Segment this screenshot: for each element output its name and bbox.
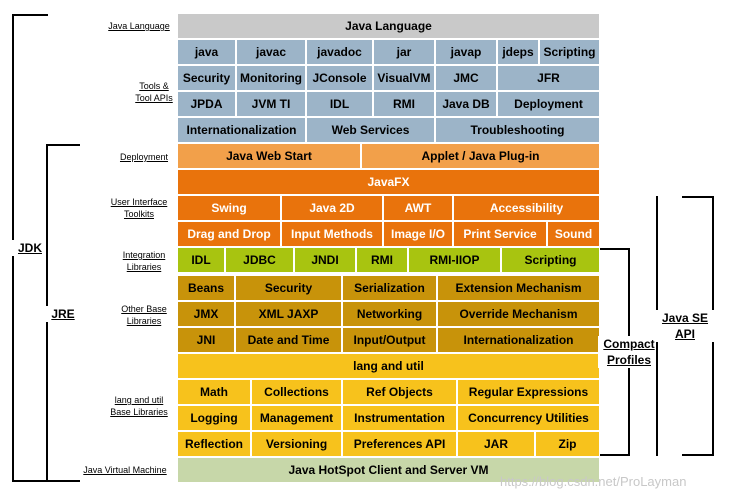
label-other-base: Other Base Libraries: [114, 303, 174, 327]
jdk-label: JDK: [4, 240, 56, 256]
integ-rmi: RMI: [357, 248, 407, 272]
tool-jconsole: JConsole: [307, 66, 372, 90]
java-language-bar: Java Language: [178, 14, 599, 38]
lu-ref-objects: Ref Objects: [343, 380, 456, 404]
lu-versioning: Versioning: [252, 432, 341, 456]
label-ui-toolkits-line1: User Interface: [110, 197, 168, 207]
tool-jar: jar: [374, 40, 434, 64]
tool-java-db: Java DB: [436, 92, 496, 116]
label-integration-line1: Integration: [122, 250, 166, 260]
ui-print-service: Print Service: [454, 222, 546, 246]
lu-logging: Logging: [178, 406, 250, 430]
tool-jvm-ti: JVM TI: [237, 92, 305, 116]
integ-scripting: Scripting: [502, 248, 599, 272]
lu-reflection: Reflection: [178, 432, 250, 456]
label-deployment: Deployment: [119, 152, 169, 162]
label-ui-toolkits: User Interface Toolkits: [104, 196, 174, 220]
tool-security: Security: [178, 66, 235, 90]
ui-input-methods: Input Methods: [282, 222, 382, 246]
label-java-language: Java Language: [108, 21, 170, 31]
tool-javap: javap: [436, 40, 496, 64]
java-se-api-line1: Java SE: [661, 311, 709, 325]
other-jmx: JMX: [178, 302, 234, 326]
ui-drag-and-drop: Drag and Drop: [178, 222, 280, 246]
lu-math: Math: [178, 380, 250, 404]
other-extension-mechanism: Extension Mechanism: [438, 276, 599, 300]
tool-rmi: RMI: [374, 92, 434, 116]
other-security: Security: [236, 276, 341, 300]
label-ui-toolkits-line2: Toolkits: [123, 209, 154, 219]
tool-jfr: JFR: [498, 66, 599, 90]
java-se-api-line2: API: [674, 327, 695, 341]
integ-rmi-iiop: RMI-IIOP: [409, 248, 500, 272]
label-other-base-line1: Other Base: [121, 304, 167, 314]
tool-troubleshooting: Troubleshooting: [436, 118, 599, 142]
other-input-output: Input/Output: [343, 328, 436, 352]
deploy-applet-plugin: Applet / Java Plug-in: [362, 144, 599, 168]
other-serialization: Serialization: [343, 276, 436, 300]
tool-jpda: JPDA: [178, 92, 235, 116]
tool-scripting: Scripting: [540, 40, 599, 64]
lu-preferences-api: Preferences API: [343, 432, 456, 456]
tool-javac: javac: [237, 40, 305, 64]
compact-profiles-label: Compact Profiles: [598, 336, 660, 368]
lu-concurrency-utilities: Concurrency Utilities: [458, 406, 599, 430]
ui-awt: AWT: [384, 196, 452, 220]
label-integration-line2: Libraries: [126, 262, 162, 272]
lu-zip: Zip: [536, 432, 599, 456]
tool-deployment: Deployment: [498, 92, 599, 116]
java-se-api-label: Java SE API: [656, 310, 714, 342]
tool-idl: IDL: [307, 92, 372, 116]
label-tools-apis-line2: Tool APIs: [135, 93, 173, 103]
tool-javadoc: javadoc: [307, 40, 372, 64]
tool-jdeps: jdeps: [498, 40, 538, 64]
label-other-base-line2: Libraries: [126, 316, 162, 326]
other-jni: JNI: [178, 328, 234, 352]
tool-java: java: [178, 40, 235, 64]
integ-idl: IDL: [178, 248, 224, 272]
tool-visualvm: VisualVM: [374, 66, 434, 90]
ui-swing: Swing: [178, 196, 280, 220]
javafx-bar: JavaFX: [178, 170, 599, 194]
label-tools-apis: Tools & Tool APIs: [124, 80, 184, 104]
compact-profiles-line2: Profiles: [606, 353, 651, 367]
lu-collections: Collections: [252, 380, 341, 404]
lu-jar: JAR: [458, 432, 534, 456]
ui-java-2d: Java 2D: [282, 196, 382, 220]
lu-regular-expressions: Regular Expressions: [458, 380, 599, 404]
other-beans: Beans: [178, 276, 234, 300]
lu-instrumentation: Instrumentation: [343, 406, 456, 430]
other-date-and-time: Date and Time: [236, 328, 341, 352]
label-lang-util-base: lang and util Base Libraries: [104, 394, 174, 418]
lu-management: Management: [252, 406, 341, 430]
label-integration: Integration Libraries: [114, 249, 174, 273]
ui-image-io: Image I/O: [384, 222, 452, 246]
ui-accessibility: Accessibility: [454, 196, 599, 220]
other-override-mechanism: Override Mechanism: [438, 302, 599, 326]
compact-profiles-line1: Compact: [603, 337, 655, 351]
label-tools-apis-line1: Tools &: [139, 81, 169, 91]
tool-monitoring: Monitoring: [237, 66, 305, 90]
tool-web-services: Web Services: [307, 118, 434, 142]
integ-jdbc: JDBC: [226, 248, 293, 272]
label-jvm: Java Virtual Machine: [83, 465, 167, 475]
integ-jndi: JNDI: [295, 248, 355, 272]
tool-internationalization: Internationalization: [178, 118, 305, 142]
jvm-bar: Java HotSpot Client and Server VM: [178, 458, 599, 482]
label-lang-util-base-line2: Base Libraries: [110, 407, 168, 417]
other-xml-jaxp: XML JAXP: [236, 302, 341, 326]
deploy-java-web-start: Java Web Start: [178, 144, 360, 168]
other-internationalization: Internationalization: [438, 328, 599, 352]
label-lang-util-base-line1: lang and util: [114, 395, 164, 405]
watermark: https://blog.csdn.net/ProLayman: [500, 474, 687, 489]
jre-label: JRE: [40, 306, 86, 322]
other-networking: Networking: [343, 302, 436, 326]
tool-jmc: JMC: [436, 66, 496, 90]
lang-and-util-bar: lang and util: [178, 354, 599, 378]
ui-sound: Sound: [548, 222, 599, 246]
